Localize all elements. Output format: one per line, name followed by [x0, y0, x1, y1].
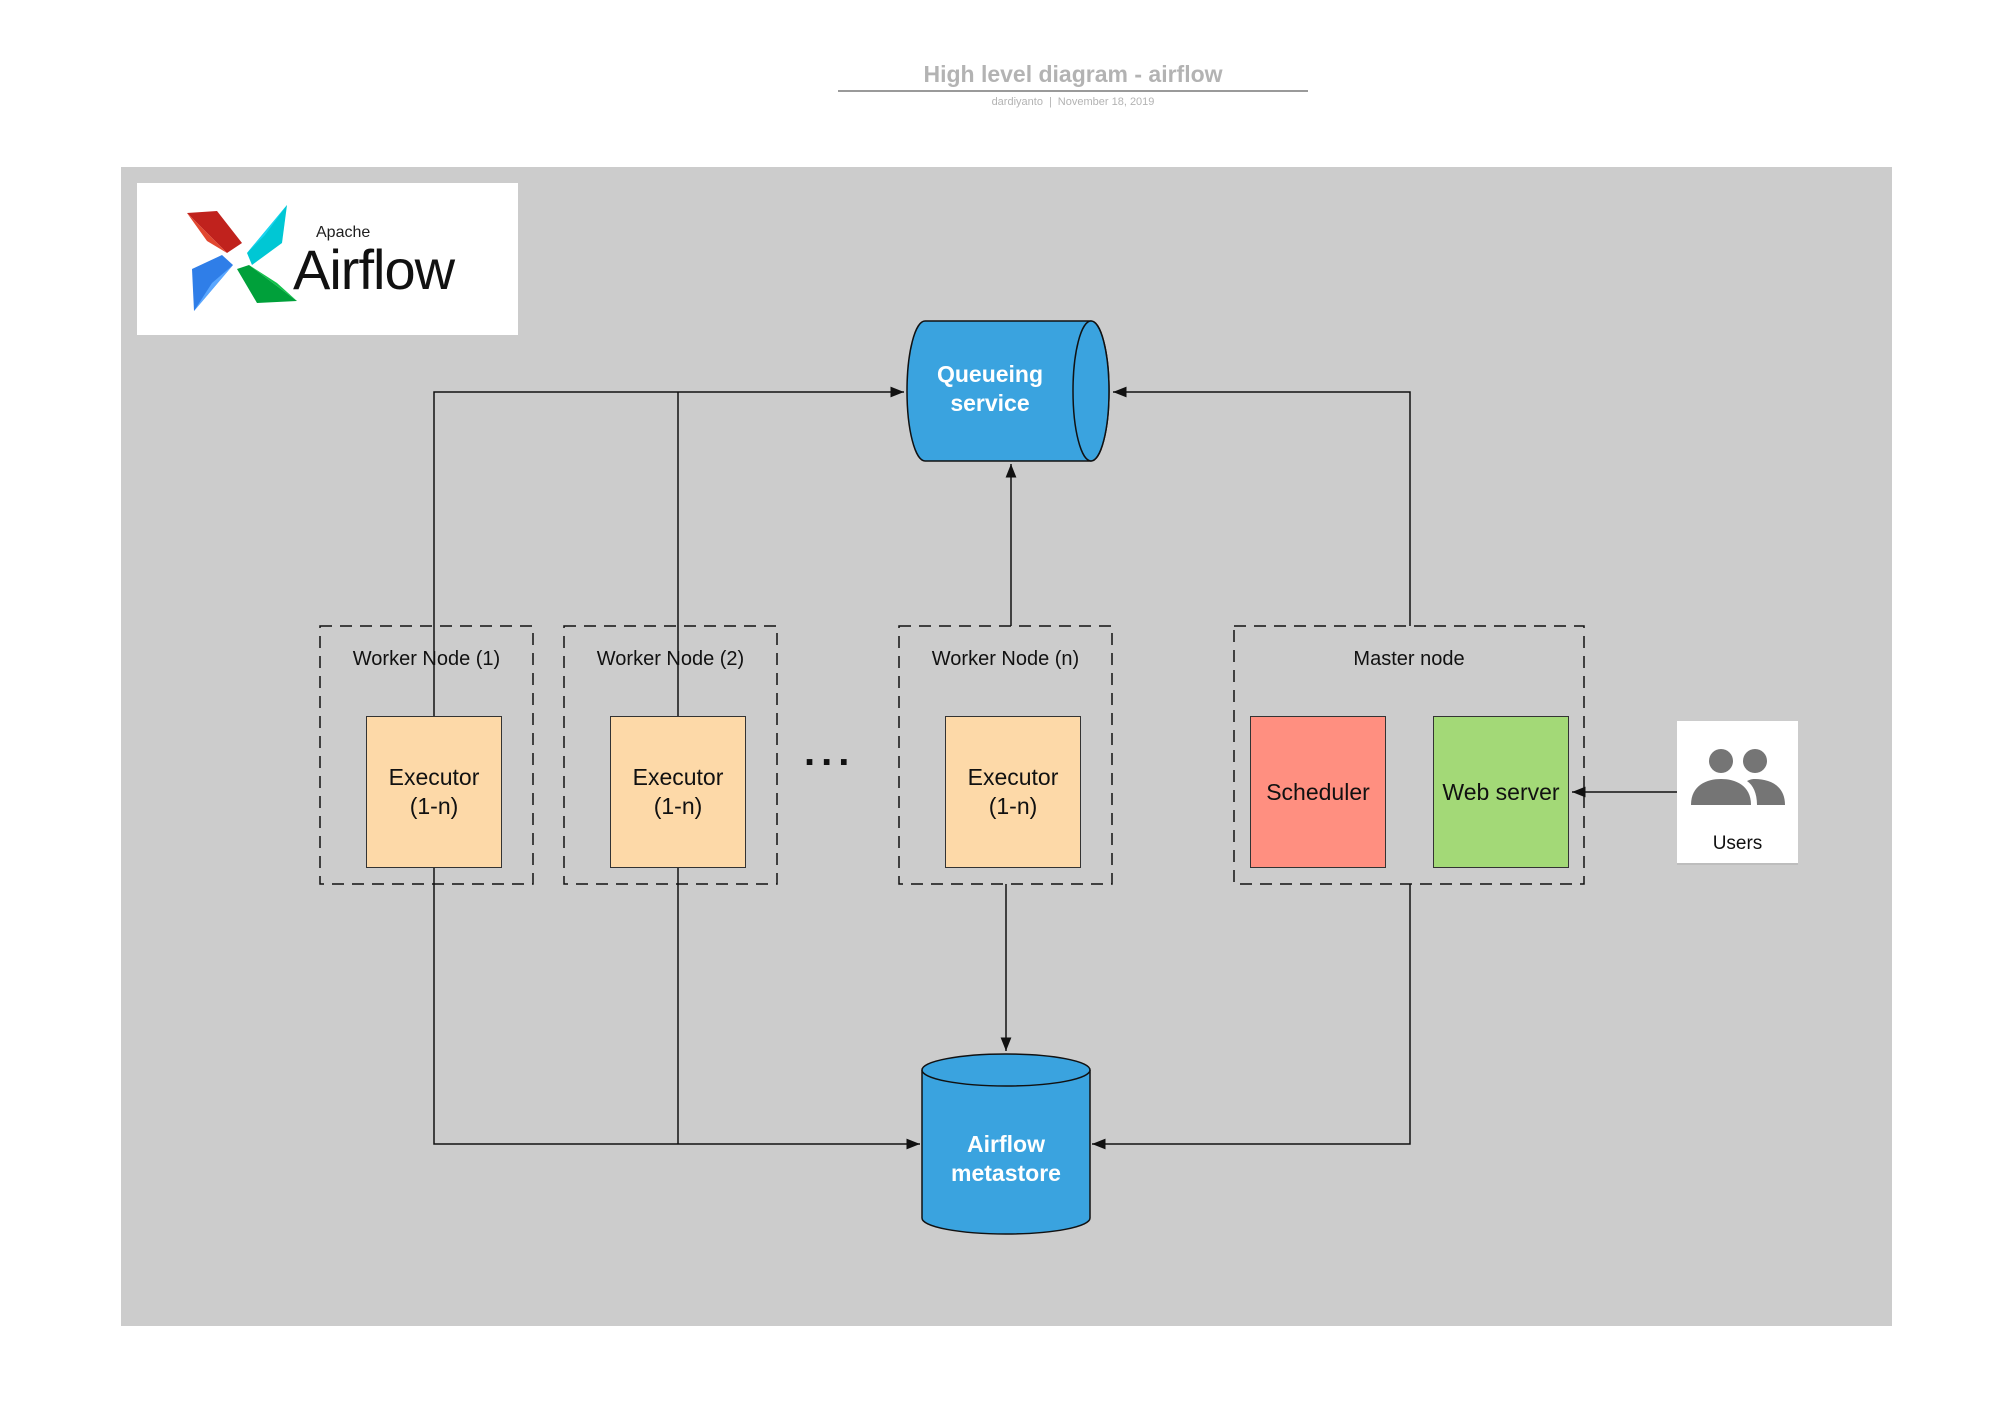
- users-label: Users: [1712, 833, 1763, 854]
- diagram-header: High level diagram - airflow dardiyanto |…: [838, 60, 1308, 108]
- airflow-logo: Apache Airflow: [137, 183, 518, 335]
- author-name: dardiyanto: [991, 96, 1043, 108]
- worker-node-n-label: Worker Node (n): [931, 648, 1080, 670]
- users-icon: [1691, 749, 1785, 805]
- title-divider: [838, 90, 1308, 92]
- executor-worker-2: Executor (1-n): [610, 716, 746, 868]
- byline-separator: |: [1048, 96, 1052, 108]
- worker-node-1-frame: [319, 625, 534, 885]
- logo-wordmark: Airflow: [293, 238, 455, 301]
- pinwheel-icon: [187, 205, 297, 311]
- worker-node-2-label: Worker Node (2): [596, 648, 745, 670]
- queueing-service-label: Queueing service: [936, 361, 1044, 416]
- diagram-date: November 18, 2019: [1057, 96, 1155, 108]
- connector-worker1-to-queue: [433, 386, 904, 716]
- master-node-frame: [1233, 625, 1585, 885]
- scheduler-box: Scheduler: [1250, 716, 1386, 868]
- connector-worker1-to-metastore: [433, 868, 920, 1150]
- airflow-metastore-cylinder: [921, 1053, 1091, 1235]
- worker-node-2-frame: [563, 625, 778, 885]
- queueing-service-cylinder: [906, 320, 1110, 462]
- worker-node-n-frame: [898, 625, 1113, 885]
- connector-master-to-metastore: [1092, 884, 1411, 1150]
- executor-label: Executor (1-n): [967, 764, 1059, 819]
- logo-apache-text: Apache: [316, 224, 371, 241]
- connector-master-to-queue: [1113, 386, 1411, 626]
- executor-worker-n: Executor (1-n): [945, 716, 1081, 868]
- executor-label: Executor (1-n): [632, 764, 724, 819]
- diagram-title: High level diagram - airflow: [923, 61, 1223, 87]
- executor-worker-1: Executor (1-n): [366, 716, 502, 868]
- users-node: Users: [1677, 721, 1798, 865]
- web-server-label: Web server: [1442, 778, 1560, 805]
- scheduler-label: Scheduler: [1266, 778, 1370, 805]
- more-workers-ellipsis: ...: [804, 730, 856, 774]
- worker-node-1-label: Worker Node (1): [352, 648, 501, 670]
- metastore-label: Airflow metastore: [951, 1131, 1061, 1186]
- diagram-byline: dardiyanto | November 18, 2019: [838, 96, 1308, 108]
- executor-label: Executor (1-n): [388, 764, 480, 819]
- master-node-label: Master node: [1353, 648, 1465, 670]
- web-server-box: Web server: [1433, 716, 1569, 868]
